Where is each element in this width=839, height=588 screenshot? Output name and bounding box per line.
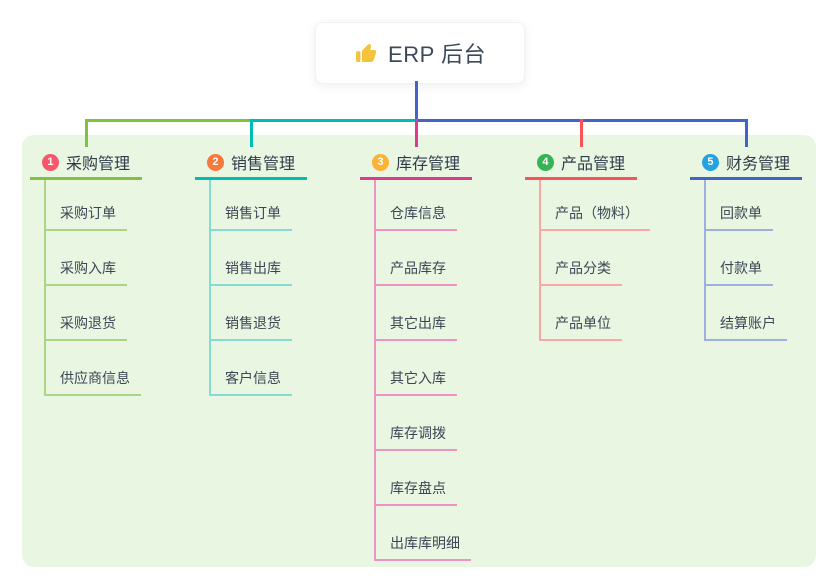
trunk-connector: [414, 81, 418, 122]
branch-1-label: 采购管理: [65, 156, 130, 173]
branch-5-node[interactable]: 5 财务管理: [690, 147, 802, 180]
branch-3-node[interactable]: 3 库存管理: [360, 147, 472, 180]
branch-1-node[interactable]: 1 采购管理: [30, 147, 142, 180]
branch-3-drop-connector: [414, 119, 418, 147]
branch-3-child-node[interactable]: 库存调拨: [374, 422, 457, 451]
branch-3-child-node[interactable]: 仓库信息: [374, 202, 457, 231]
branch-5-drop-connector: [744, 119, 748, 147]
branch-5-child-node[interactable]: 回款单: [704, 202, 773, 231]
branch-2-child-rail: [209, 180, 211, 396]
branch-1-child-node[interactable]: 采购入库: [44, 257, 127, 286]
branch-1-number-badge: 1: [41, 153, 59, 171]
branch-1-child-node[interactable]: 供应商信息: [44, 367, 141, 396]
branch-3-label: 库存管理: [395, 156, 460, 173]
branch-4-node[interactable]: 4 产品管理: [525, 147, 637, 180]
branch-5-child-node[interactable]: 结算账户: [704, 312, 787, 341]
branch-5-number-badge: 5: [701, 153, 719, 171]
branch-3-child-node[interactable]: 产品库存: [374, 257, 457, 286]
branch-2-number-badge: 2: [206, 153, 224, 171]
branch-4-drop-connector: [579, 119, 583, 147]
branch-2-child-node[interactable]: 销售退货: [209, 312, 292, 341]
branch-3-child-node[interactable]: 出库库明细: [374, 532, 471, 561]
branch-3-child-node[interactable]: 其它出库: [374, 312, 457, 341]
branch-4-number-badge: 4: [536, 153, 554, 171]
branch-2-child-node[interactable]: 销售出库: [209, 257, 292, 286]
connector-rail-segment-teal: [249, 119, 418, 122]
branch-4-child-node[interactable]: 产品分类: [539, 257, 622, 286]
branches-panel: [22, 135, 816, 567]
branch-2-label: 销售管理: [230, 156, 295, 173]
connector-rail-segment-green: [84, 119, 253, 122]
branch-2-node[interactable]: 2 销售管理: [195, 147, 307, 180]
branch-4-child-node[interactable]: 产品（物料）: [539, 202, 650, 231]
branch-5-child-rail: [704, 180, 706, 341]
branch-1-child-node[interactable]: 采购订单: [44, 202, 127, 231]
root-label: ERP 后台: [388, 42, 486, 67]
branch-4-child-rail: [539, 180, 541, 341]
branch-2-child-node[interactable]: 销售订单: [209, 202, 292, 231]
branch-1-child-node[interactable]: 采购退货: [44, 312, 127, 341]
branch-5-child-node[interactable]: 付款单: [704, 257, 773, 286]
branch-1-child-rail: [44, 180, 46, 396]
branch-3-child-node[interactable]: 库存盘点: [374, 477, 457, 506]
branch-2-child-node[interactable]: 客户信息: [209, 367, 292, 396]
branch-4-child-node[interactable]: 产品单位: [539, 312, 622, 341]
root-node[interactable]: ERP 后台: [315, 22, 525, 84]
branch-4-label: 产品管理: [560, 156, 625, 173]
branch-5-label: 财务管理: [725, 156, 790, 173]
branch-1-drop-connector: [84, 119, 88, 147]
branch-3-number-badge: 3: [371, 153, 389, 171]
branch-3-child-rail: [374, 180, 376, 561]
branch-2-drop-connector: [249, 119, 253, 147]
branch-3-child-node[interactable]: 其它入库: [374, 367, 457, 396]
thumbs-up-icon: [354, 41, 378, 65]
